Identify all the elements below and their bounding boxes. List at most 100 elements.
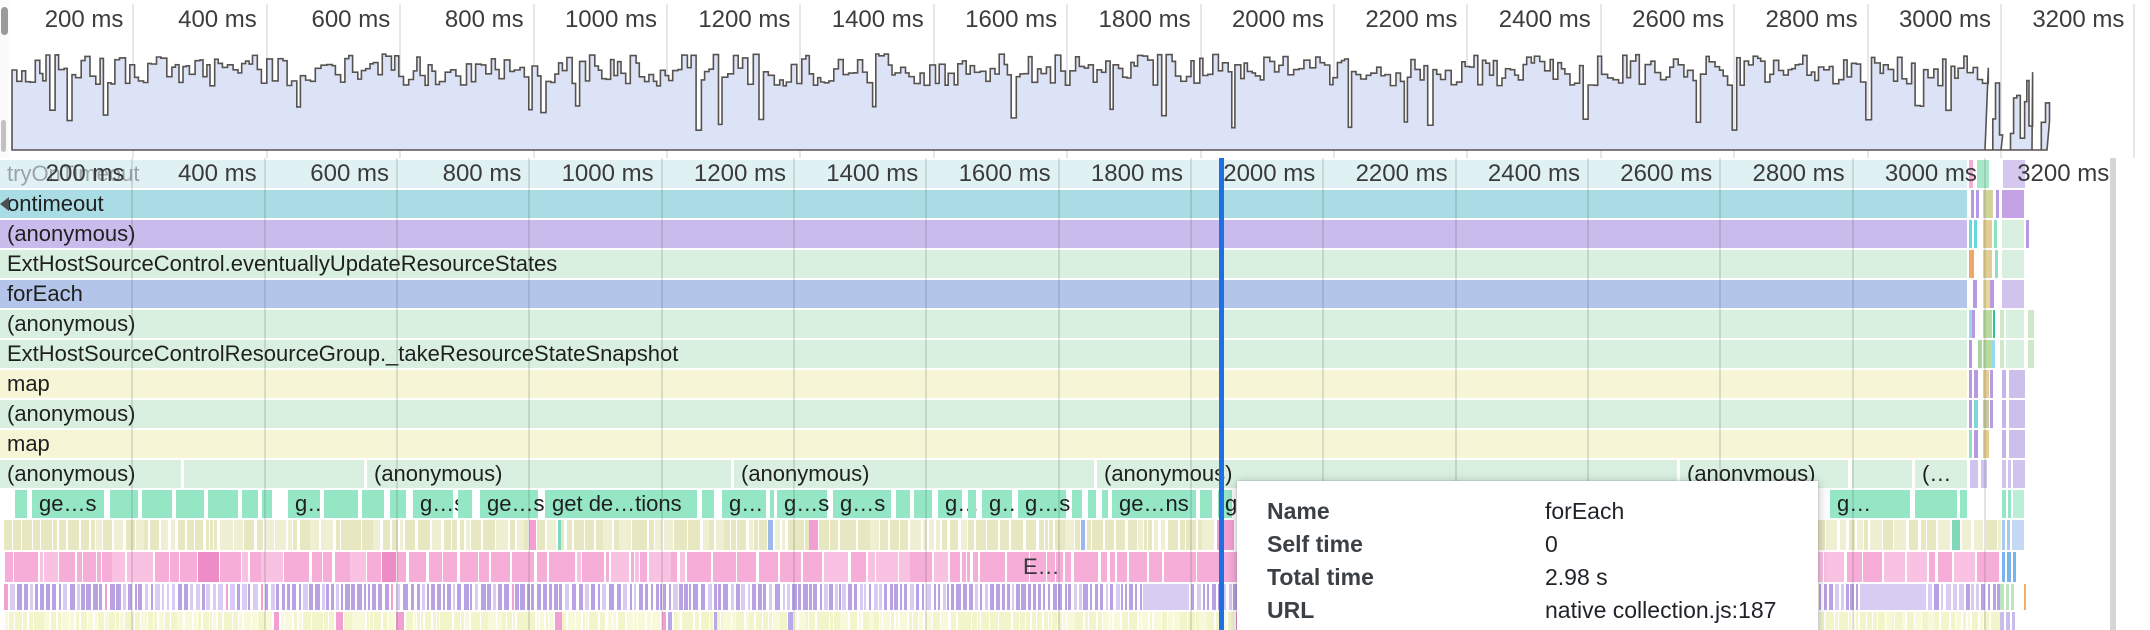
- flame-stripe[interactable]: [865, 612, 869, 630]
- flame-fragment[interactable]: [2012, 520, 2024, 550]
- flame-stripe[interactable]: [723, 584, 728, 610]
- flame-stripe[interactable]: [985, 584, 988, 610]
- flame-stripe[interactable]: [1828, 584, 1834, 610]
- flame-stripe[interactable]: [792, 584, 797, 610]
- flame-stripe[interactable]: [1878, 612, 1885, 630]
- flame-stripe[interactable]: [155, 584, 160, 610]
- flame-stripe[interactable]: [390, 584, 394, 610]
- flame-stripe[interactable]: [1091, 612, 1096, 630]
- flame-stripe[interactable]: [247, 584, 251, 610]
- flame-stripe[interactable]: [1075, 612, 1083, 630]
- flame-stripe[interactable]: [1138, 520, 1144, 550]
- flame-stripe[interactable]: [819, 584, 823, 610]
- flame-stripe[interactable]: [1084, 612, 1089, 630]
- flame-stripe[interactable]: [875, 552, 898, 582]
- flame-stripe[interactable]: [525, 612, 530, 630]
- flame-stripe[interactable]: [1855, 584, 1858, 610]
- flame-stripe[interactable]: [145, 584, 148, 610]
- flame-fragment[interactable]: [2008, 490, 2011, 518]
- flame-stripe[interactable]: [271, 584, 275, 610]
- flame-stripe[interactable]: [758, 552, 778, 582]
- flame-stripe[interactable]: [1853, 612, 1856, 630]
- flame-stripe[interactable]: [1057, 584, 1062, 610]
- flame-stripe[interactable]: [547, 520, 552, 550]
- flame-stripe[interactable]: [186, 520, 195, 550]
- flame-stripe[interactable]: [530, 612, 535, 630]
- flame-stripe[interactable]: [853, 584, 858, 610]
- flame-bar-eventually-update[interactable]: [0, 250, 1967, 278]
- flame-stripe[interactable]: [130, 612, 135, 630]
- flame-stripe[interactable]: [193, 612, 198, 630]
- flame-stripe[interactable]: [995, 584, 1000, 610]
- flame-stripe[interactable]: [1117, 552, 1127, 582]
- flame-stripe[interactable]: [680, 552, 685, 582]
- flame-stripe[interactable]: [1101, 552, 1107, 582]
- flame-stripe[interactable]: [998, 612, 1006, 630]
- flame-stripe[interactable]: [1102, 612, 1110, 630]
- flame-stripe[interactable]: [1940, 584, 1944, 610]
- flame-stripe[interactable]: [232, 612, 239, 630]
- flame-stripe[interactable]: [900, 520, 908, 550]
- flame-stripe[interactable]: [487, 584, 491, 610]
- flame-row-stripe-row-khaki[interactable]: [0, 520, 2150, 550]
- flame-bar-tryOnTimeout[interactable]: [0, 160, 1967, 188]
- flame-stripe[interactable]: [964, 612, 971, 630]
- flame-stripe[interactable]: [373, 612, 382, 630]
- flame-stripe[interactable]: [396, 612, 404, 630]
- flame-stripe[interactable]: [1938, 552, 1953, 582]
- flame-stripe[interactable]: [28, 612, 33, 630]
- flame-stripe[interactable]: [384, 584, 389, 610]
- flame-segment[interactable]: [968, 490, 976, 518]
- flame-segment[interactable]: [1915, 460, 1967, 488]
- flame-stripe[interactable]: [1038, 520, 1045, 550]
- flame-segment[interactable]: [0, 460, 181, 488]
- flame-bar-forEach[interactable]: [0, 280, 1967, 308]
- flame-stripe[interactable]: [889, 584, 893, 610]
- flame-stripe[interactable]: [321, 584, 325, 610]
- flame-stripe[interactable]: [936, 520, 941, 550]
- flame-stripe[interactable]: [946, 584, 949, 610]
- flame-stripe[interactable]: [1073, 584, 1078, 610]
- flame-fragment[interactable]: [2007, 552, 2011, 582]
- flame-stripe[interactable]: [1946, 584, 1951, 610]
- flame-fragment[interactable]: [2006, 340, 2024, 368]
- flame-stripe[interactable]: [798, 612, 806, 630]
- flame-segment[interactable]: [176, 490, 204, 518]
- flame-stripe[interactable]: [786, 584, 790, 610]
- flame-stripe[interactable]: [1021, 584, 1026, 610]
- flame-stripe[interactable]: [960, 520, 968, 550]
- flame-stripe[interactable]: [359, 612, 365, 630]
- flame-fragment[interactable]: [1976, 190, 1979, 218]
- flame-stripe[interactable]: [86, 584, 91, 610]
- flame-stripe[interactable]: [101, 552, 112, 582]
- flame-fragment[interactable]: [2002, 400, 2006, 428]
- flame-stripe[interactable]: [311, 612, 317, 630]
- flame-stripe[interactable]: [1928, 584, 1933, 610]
- flame-stripe[interactable]: [426, 584, 430, 610]
- flame-stripe[interactable]: [916, 584, 919, 610]
- flame-fragment[interactable]: [2009, 370, 2025, 398]
- flame-stripe[interactable]: [1850, 584, 1855, 610]
- flame-stripe[interactable]: [648, 520, 655, 550]
- flame-stripe[interactable]: [1895, 612, 1902, 630]
- flame-stripe[interactable]: [951, 584, 954, 610]
- flame-stripe[interactable]: [718, 584, 721, 610]
- flame-stripe[interactable]: [1058, 612, 1063, 630]
- flame-stripe[interactable]: [1055, 520, 1066, 550]
- flame-stripe[interactable]: [582, 612, 586, 630]
- flame-stripe[interactable]: [122, 584, 126, 610]
- flame-stripe[interactable]: [502, 612, 507, 630]
- flame-stripe[interactable]: [950, 552, 961, 582]
- flame-stripe[interactable]: [367, 584, 370, 610]
- flame-stripe[interactable]: [180, 552, 198, 582]
- flame-segment[interactable]: [545, 490, 697, 518]
- flame-stripe[interactable]: [1083, 584, 1088, 610]
- flame-stripe[interactable]: [1044, 520, 1048, 550]
- flame-stripe[interactable]: [1834, 612, 1838, 630]
- flame-stripe[interactable]: [840, 612, 848, 630]
- flame-stripe[interactable]: [576, 612, 581, 630]
- flame-stripe[interactable]: [1091, 520, 1103, 550]
- flame-stripe[interactable]: [669, 584, 672, 610]
- flame-bar-take-snapshot[interactable]: [0, 340, 1967, 368]
- flame-stripe[interactable]: [291, 584, 297, 610]
